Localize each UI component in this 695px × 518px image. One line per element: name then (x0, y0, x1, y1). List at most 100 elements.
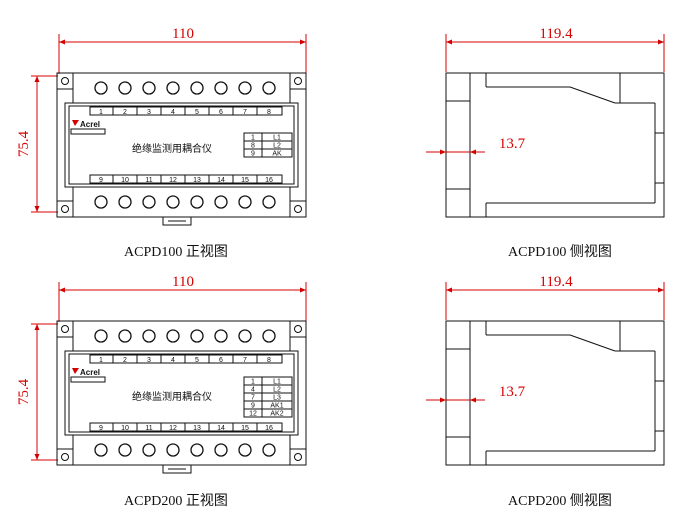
top-slope (569, 86, 616, 104)
brand-name: Acrel (80, 120, 100, 129)
terminal-screw (142, 81, 156, 95)
side-outline (445, 72, 665, 218)
terminal-number: 16 (265, 177, 273, 184)
terminal-screw (94, 195, 108, 209)
terminal-screw (118, 443, 132, 457)
terminal-number: 9 (99, 425, 103, 432)
terminal-screw (118, 195, 132, 209)
terminal-screw (118, 329, 132, 343)
terminal-number: 2 (123, 357, 127, 364)
terminal-number: 15 (241, 425, 249, 432)
top-number-strip (89, 354, 283, 364)
mounting-hole (294, 453, 302, 461)
table-cell-signal: AK1 (270, 403, 283, 410)
terminal-screw (214, 81, 228, 95)
width-label: 110 (172, 26, 194, 42)
mounting-hole (294, 77, 302, 85)
mounting-hole (294, 205, 302, 213)
mounting-hole (294, 325, 302, 333)
table-cell-terminal: 7 (251, 395, 255, 402)
depth-arrow-right (470, 397, 476, 403)
terminal-screw (238, 81, 252, 95)
depth-arrow-left (440, 149, 446, 155)
terminal-screw (262, 329, 276, 343)
din-rail-clip (655, 132, 664, 184)
side-width-label: 119.4 (539, 26, 573, 42)
height-label: 75.4 (16, 378, 32, 405)
acrel-logo-icon (72, 368, 79, 374)
depth-arrow-left (440, 397, 446, 403)
terminal-screw (262, 195, 276, 209)
top-number-strip (89, 106, 283, 116)
acrel-logo-icon (72, 120, 79, 126)
terminal-screw (190, 195, 204, 209)
terminal-number: 6 (219, 357, 223, 364)
terminal-number: 15 (241, 177, 249, 184)
width-arrow-right (300, 39, 306, 45)
table-cell-signal: AK (272, 151, 282, 158)
terminal-screw (238, 195, 252, 209)
terminal-screw (94, 329, 108, 343)
top-slope (569, 334, 616, 352)
mounting-ear (289, 320, 307, 338)
terminal-number: 16 (265, 425, 273, 432)
width-arrow-left (59, 39, 65, 45)
device-title: 绝缘监测用耦合仪 (132, 390, 212, 403)
terminal-number: 2 (123, 109, 127, 116)
terminal-number: 12 (169, 177, 177, 184)
terminal-number: 4 (171, 357, 175, 364)
width-label: 110 (172, 274, 194, 290)
table-cell-signal: L2 (273, 143, 281, 150)
height-arrow-top (34, 76, 40, 82)
terminal-screw (214, 195, 228, 209)
din-clip (162, 216, 192, 226)
table-cell-terminal: 1 (251, 379, 255, 386)
caption-acpd200-side: ACPD200 侧视图 (508, 494, 612, 509)
mounting-ear (56, 448, 74, 466)
terminal-number: 11 (145, 177, 152, 184)
table-cell-terminal: 4 (251, 387, 255, 394)
mounting-hole (61, 453, 69, 461)
terminal-screw (262, 81, 276, 95)
terminal-number: 14 (217, 177, 225, 184)
height-arrow-bottom (34, 206, 40, 212)
terminal-screw (166, 195, 180, 209)
terminal-screw (238, 329, 252, 343)
caption-acpd200-front: ACPD200 正视图 (124, 494, 228, 509)
terminal-screw (166, 443, 180, 457)
bottom-number-strip (89, 422, 283, 432)
terminal-number: 13 (193, 425, 201, 432)
terminal-number: 8 (267, 109, 271, 116)
table-cell-signal: L2 (273, 387, 281, 394)
terminal-screw (190, 81, 204, 95)
caption-acpd100-side: ACPD100 侧视图 (508, 245, 612, 260)
device-title: 绝缘监测用耦合仪 (132, 142, 212, 155)
terminal-screw (166, 81, 180, 95)
terminal-number: 10 (121, 425, 129, 432)
terminal-table (243, 132, 293, 158)
terminal-number: 1 (99, 109, 103, 116)
terminal-screw (142, 443, 156, 457)
terminal-number: 7 (243, 357, 247, 364)
table-cell-terminal: 9 (251, 151, 255, 158)
side-width-arrow-right (658, 287, 664, 293)
terminal-number: 6 (219, 109, 223, 116)
height-arrow-bottom (34, 454, 40, 460)
front-panel-inner (68, 353, 295, 433)
mounting-ear (289, 448, 307, 466)
mounting-hole (61, 77, 69, 85)
brand-underline-bar (70, 376, 106, 383)
terminal-screw (142, 329, 156, 343)
side-outline (445, 320, 665, 466)
depth-label: 13.7 (499, 136, 526, 152)
side-view-acpd200: 119.413.7 (426, 274, 665, 466)
mounting-hole (61, 325, 69, 333)
table-cell-terminal: 8 (251, 143, 255, 150)
height-arrow-top (34, 324, 40, 330)
terminal-number: 7 (243, 109, 247, 116)
mounting-ear (289, 72, 307, 90)
mounting-ear (56, 200, 74, 218)
front-panel-inner (68, 105, 295, 185)
terminal-screw (262, 443, 276, 457)
